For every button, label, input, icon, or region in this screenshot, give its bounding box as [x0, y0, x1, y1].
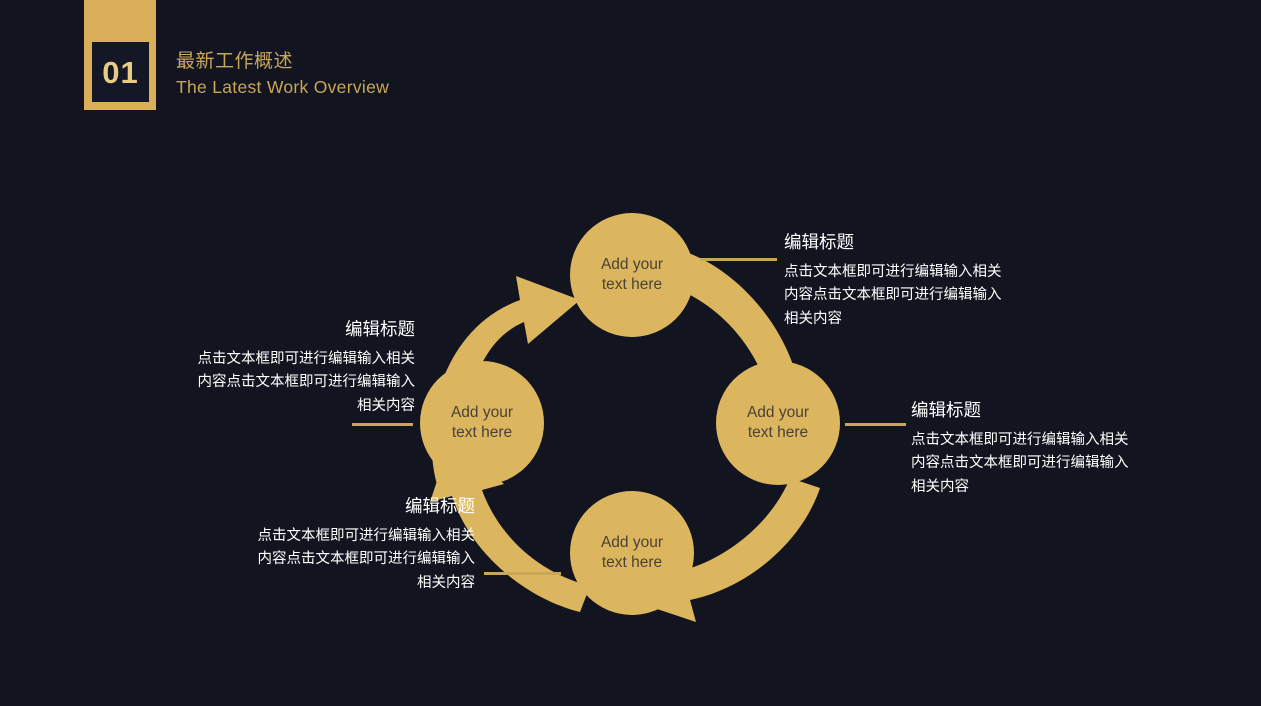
section-number: 01: [102, 54, 139, 90]
cycle-node-right[interactable]: Add your text here: [716, 361, 840, 485]
text-block-top-right-title: 编辑标题: [784, 232, 854, 252]
cycle-node-top-label: Add your text here: [600, 256, 664, 293]
page-title-cn: 最新工作概述: [176, 51, 294, 72]
text-block-bottom-left-title: 编辑标题: [405, 496, 475, 516]
cycle-node-left-label: Add your text here: [450, 404, 514, 441]
cycle-node-top[interactable]: Add your text here: [570, 213, 694, 337]
connector-line-bottom-left: [484, 572, 561, 575]
text-block-mid-left-title: 编辑标题: [345, 319, 415, 339]
text-block-bottom-left[interactable]: 编辑标题 点击文本框即可进行编辑输入相关 内容点击文本框即可进行编辑输入 相关内…: [190, 495, 476, 595]
cycle-node-bottom[interactable]: Add your text here: [570, 491, 694, 615]
page-title: 最新工作概述 The Latest Work Overview: [176, 49, 696, 99]
text-block-top-right-body: 点击文本框即可进行编辑输入相关 内容点击文本框即可进行编辑输入 相关内容: [784, 263, 1002, 327]
text-block-mid-right-title: 编辑标题: [911, 400, 981, 420]
text-block-mid-right[interactable]: 编辑标题 点击文本框即可进行编辑输入相关 内容点击文本框即可进行编辑输入 相关内…: [911, 399, 1211, 499]
text-block-bottom-left-body: 点击文本框即可进行编辑输入相关 内容点击文本框即可进行编辑输入 相关内容: [257, 527, 476, 591]
text-block-mid-right-body: 点击文本框即可进行编辑输入相关 内容点击文本框即可进行编辑输入 相关内容: [911, 431, 1129, 495]
text-block-mid-left-body: 点击文本框即可进行编辑输入相关 内容点击文本框即可进行编辑输入 相关内容: [197, 350, 416, 414]
cycle-node-right-label: Add your text here: [746, 404, 810, 441]
connector-line-top-right: [700, 258, 777, 261]
cycle-node-bottom-label: Add your text here: [600, 534, 664, 571]
page-title-en: The Latest Work Overview: [176, 76, 390, 97]
connector-line-mid-left: [352, 423, 413, 426]
connector-line-mid-right: [845, 423, 906, 426]
cycle-node-left[interactable]: Add your text here: [420, 361, 544, 485]
text-block-mid-left[interactable]: 编辑标题 点击文本框即可进行编辑输入相关 内容点击文本框即可进行编辑输入 相关内…: [130, 318, 416, 418]
text-block-top-right[interactable]: 编辑标题 点击文本框即可进行编辑输入相关 内容点击文本框即可进行编辑输入 相关内…: [784, 231, 1074, 331]
section-number-badge: 01: [92, 42, 149, 102]
